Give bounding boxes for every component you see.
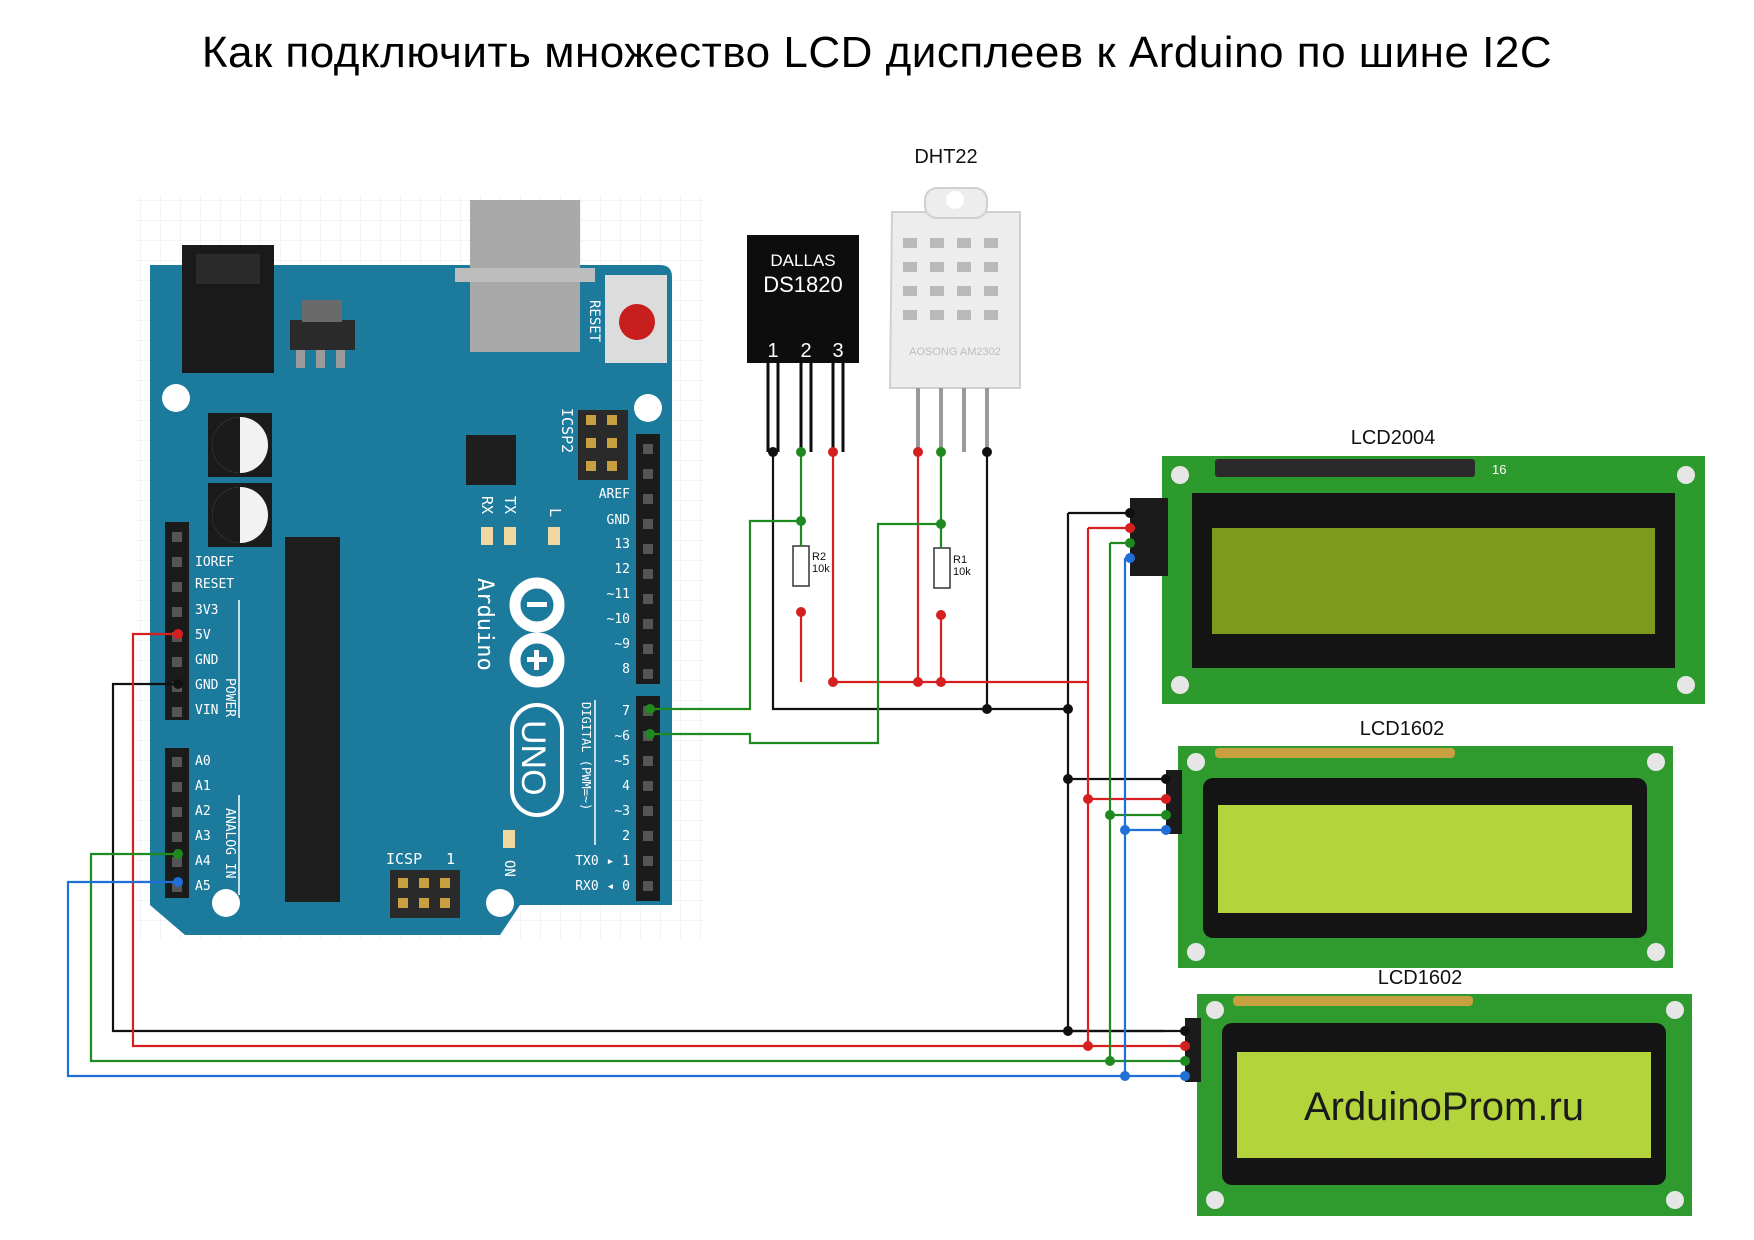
lcd1602-display: LCD1602 xyxy=(1166,718,1673,968)
lcd2004-display: LCD2004 16 xyxy=(1130,427,1705,704)
pin-9: ~9 xyxy=(614,637,630,652)
ds1820-brand: DALLAS xyxy=(770,251,835,270)
vcc-wire xyxy=(131,632,1185,1048)
pin-gnd: GND xyxy=(607,513,631,528)
gnd-wire xyxy=(771,452,1068,711)
icsp2-label: ICSP2 xyxy=(558,408,576,453)
pin-a0: A0 xyxy=(195,754,211,769)
uno-badge xyxy=(510,703,564,817)
lcd-screen-text: ArduinoProm.ru xyxy=(1304,1085,1584,1129)
analog-label: ANALOG IN xyxy=(222,808,237,878)
pin-a3: A3 xyxy=(195,829,211,844)
ds1820-data-wire xyxy=(650,519,801,711)
pin-5v: 5V xyxy=(195,628,211,643)
pin-vin: VIN xyxy=(195,703,218,718)
resistor-r2: R2 10k xyxy=(792,545,830,587)
arduino-infinity-logo xyxy=(509,577,565,688)
pin-5: ~5 xyxy=(614,754,630,769)
pin-13: 13 xyxy=(614,537,630,552)
sda-wire xyxy=(89,852,1185,1063)
analog-header xyxy=(165,748,189,898)
page-title: Как подключить множество LCD дисплеев к … xyxy=(201,28,1553,77)
i2c-adapter xyxy=(1130,498,1168,576)
ds1820-pin-1: 1 xyxy=(767,340,778,362)
ds1820-pin-3: 3 xyxy=(832,340,843,362)
voltage-regulator xyxy=(290,320,355,350)
dht22-sensor: DHT22 AOSONG AM2302 xyxy=(888,146,1021,452)
l-label: L xyxy=(546,508,564,517)
pin-11: ~11 xyxy=(607,587,630,602)
pin-0-rx: RX0 ◂ 0 xyxy=(575,879,630,894)
pin-6: ~6 xyxy=(614,729,630,744)
dht22-marking: AOSONG AM2302 xyxy=(909,346,1001,358)
lcd1602-label: LCD1602 xyxy=(1378,967,1463,989)
pin-gnd: GND xyxy=(195,678,219,693)
reset-label: RESET xyxy=(586,300,602,343)
pin-aref: AREF xyxy=(599,487,630,502)
lcd2004-label: LCD2004 xyxy=(1351,427,1436,449)
lcd1602-label: LCD1602 xyxy=(1360,718,1445,740)
tx-label: TX xyxy=(501,496,519,514)
resistor-r1: R1 10k xyxy=(933,547,971,589)
ds1820-sensor: DALLAS DS1820 1 2 3 xyxy=(747,235,859,452)
r1-name: R1 xyxy=(953,554,967,566)
lcd1602-display: LCD1602 ArduinoProm.ru xyxy=(1185,967,1692,1216)
pin-8: 8 xyxy=(622,662,630,677)
r1-value: 10k xyxy=(953,566,971,578)
pin-gnd: GND xyxy=(195,653,219,668)
lcd2004-screen xyxy=(1212,528,1655,634)
digital-label: DIGITAL (PWM=~) xyxy=(579,702,593,810)
ds1820-pin-2: 2 xyxy=(800,340,811,362)
pin-1-tx: TX0 ▸ 1 xyxy=(575,854,630,869)
on-label: ON xyxy=(501,860,517,877)
pin-a2: A2 xyxy=(195,804,211,819)
r2-value: 10k xyxy=(812,563,830,575)
arduino-logo-text: Arduino xyxy=(472,578,497,671)
pin-2: 2 xyxy=(622,829,630,844)
icsp-header xyxy=(390,870,460,918)
capacitor xyxy=(208,413,272,477)
usb-chip xyxy=(466,435,516,485)
pin-a5: A5 xyxy=(195,879,211,894)
pin-10: ~10 xyxy=(607,612,630,627)
uno-label: UNO xyxy=(514,720,552,796)
arduino-uno-board: RESET xyxy=(135,195,705,940)
pin-a4: A4 xyxy=(195,854,211,869)
pin-3v3: 3V3 xyxy=(195,603,218,618)
pin-3: ~3 xyxy=(614,804,630,819)
pin-ioref: IOREF xyxy=(195,555,234,570)
ds1820-model: DS1820 xyxy=(763,272,843,297)
rx-label: RX xyxy=(478,496,496,514)
dht22-data-wire xyxy=(650,522,941,745)
power-label: POWER xyxy=(222,678,237,717)
pin-a1: A1 xyxy=(195,779,211,794)
dht22-label: DHT22 xyxy=(914,146,977,168)
icsp2-header xyxy=(578,410,628,480)
capacitor xyxy=(208,483,272,547)
lcd2004-pin-mark: 16 xyxy=(1492,462,1506,477)
junctions xyxy=(173,447,1190,1081)
icsp-pin1-label: 1 xyxy=(446,850,455,868)
pin-reset: RESET xyxy=(195,577,234,592)
r2-name: R2 xyxy=(812,551,826,563)
pin-7: 7 xyxy=(622,704,630,719)
scl-wire xyxy=(66,880,1185,1078)
pin-12: 12 xyxy=(614,562,630,577)
pin-4: 4 xyxy=(622,779,630,794)
gnd-wire xyxy=(111,682,1164,1033)
icsp-label: ICSP xyxy=(386,850,422,868)
digital-header-bottom xyxy=(636,696,660,901)
atmega-chip xyxy=(285,537,340,902)
